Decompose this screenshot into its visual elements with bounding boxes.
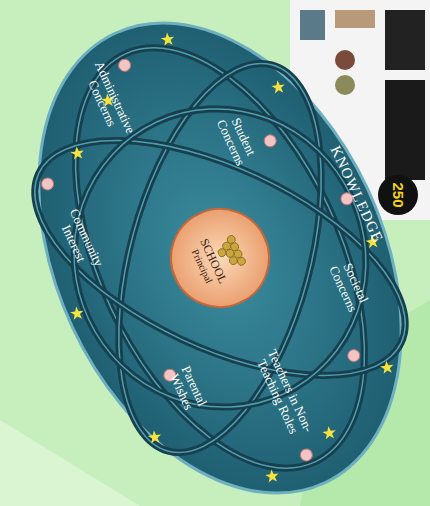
electron [262,133,278,149]
star [321,424,338,442]
electron [298,447,314,463]
star [69,144,86,162]
electron [346,348,362,364]
screenshot-dot [335,50,355,70]
badge-number: 250 [390,182,407,207]
screenshot-block [385,80,425,180]
star [379,359,396,377]
light-panel [0,420,140,506]
star [69,305,86,323]
orbit [25,61,415,455]
star [264,467,281,485]
screenshot-block [385,10,425,70]
star [147,428,164,446]
orbit-line [16,3,424,506]
electron [40,176,56,192]
star [270,78,287,96]
screenshot-block [335,10,375,28]
star [160,31,177,49]
badge-ring [378,175,418,215]
nucleus-ball [236,256,247,267]
orbit [16,3,424,506]
screenshot-dot [335,75,355,95]
orbit-line [25,61,415,455]
screenshot-block [300,10,325,40]
electron [117,57,133,73]
